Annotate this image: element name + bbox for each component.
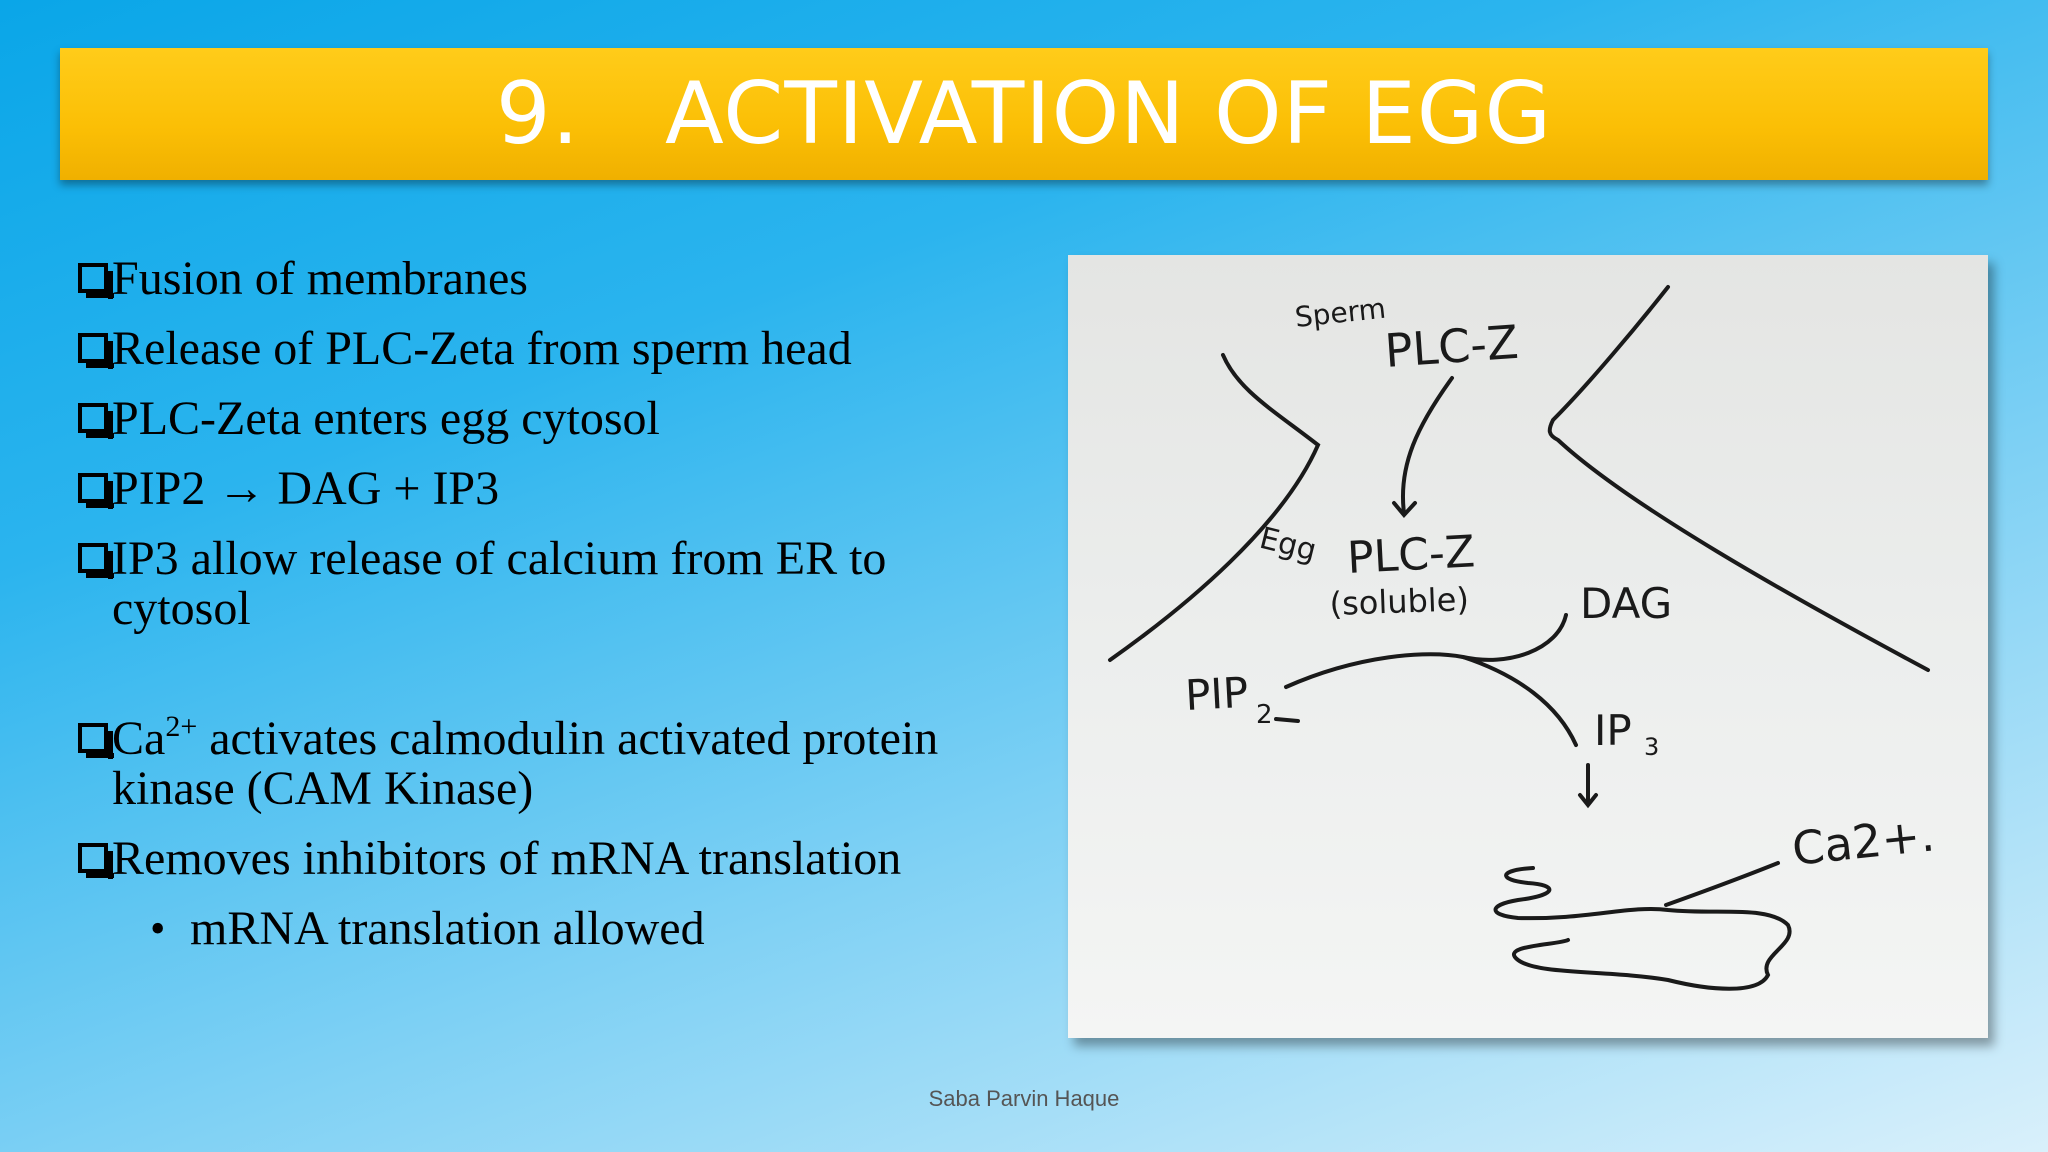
checkbox-bullet-icon: [78, 473, 114, 509]
egg-membrane-right: [1547, 285, 1930, 672]
er-squiggle: [1493, 866, 1792, 991]
round-bullet-icon: •: [150, 904, 166, 953]
bullet-text: IP3 allow release of calcium from ER to …: [112, 532, 887, 635]
checkbox-bullet-icon: [78, 403, 114, 439]
bullet-text: Fusion of membranes: [112, 252, 528, 305]
label-dag: DAG: [1580, 579, 1672, 628]
label-calcium: Ca2+.: [1790, 807, 1938, 876]
checkbox-bullet-icon: [78, 543, 114, 579]
ip-arrow-head: [1578, 793, 1598, 809]
bullet-list: Fusion of membranes Release of PLC-Zeta …: [78, 254, 998, 954]
calcium-charge: 2+: [165, 710, 198, 743]
label-plc-top: PLC-Z: [1383, 315, 1520, 378]
pip-to-dag-curve: [1284, 613, 1568, 689]
calcium-label: Ca: [112, 712, 166, 765]
bullet-item: Ca2+ activates calmodulin activated prot…: [78, 712, 998, 815]
slide-footer: Saba Parvin Haque: [928, 1086, 1120, 1111]
bullet-item: Fusion of membranes: [78, 254, 998, 304]
slide-title: 9. ACTIVATION OF EGG: [495, 64, 1553, 164]
bullet-text: PLC-Zeta enters egg cytosol: [112, 392, 660, 445]
pip-subscript-underline: [1274, 717, 1300, 723]
plc-arrow-head: [1392, 501, 1417, 519]
bullet-text: Release of PLC-Zeta from sperm head: [112, 322, 852, 375]
calcium-pointer-line: [1664, 861, 1780, 907]
bullet-text: PIP2 → DAG + IP3: [112, 462, 500, 515]
checkbox-bullet-icon: [78, 263, 114, 299]
bullet-item: PIP2 → DAG + IP3: [78, 464, 998, 514]
plc-arrow-shaft: [1401, 376, 1454, 515]
ip-branch-curve: [1461, 655, 1578, 747]
label-ip: IP: [1594, 706, 1632, 755]
label-pip-sub: 2: [1256, 700, 1273, 730]
label-soluble: (soluble): [1329, 580, 1470, 623]
bullet-item: IP3 allow release of calcium from ER to …: [78, 534, 998, 634]
bullet-item: Removes inhibitors of mRNA translation: [78, 834, 998, 884]
egg-membrane-left: [1108, 353, 1321, 662]
label-pip: PIP: [1184, 668, 1250, 720]
label-sperm: Sperm: [1293, 292, 1387, 334]
label-plc-soluble: PLC-Z: [1346, 526, 1476, 584]
bullet-text: Removes inhibitors of mRNA translation: [112, 832, 902, 885]
whiteboard-diagram: Sperm PLC-Z Egg PLC-Z (soluble) DAG PIP …: [1068, 255, 1988, 1038]
label-egg: Egg: [1256, 521, 1320, 569]
sub-bullet-item: • mRNA translation allowed: [150, 904, 998, 954]
bullet-text-rest: activates calmodulin activated protein k…: [112, 712, 939, 815]
checkbox-bullet-icon: [78, 843, 114, 879]
bullet-text: Ca2+ activates calmodulin activated prot…: [112, 712, 998, 815]
sub-bullet-text: mRNA translation allowed: [190, 902, 705, 955]
title-banner: 9. ACTIVATION OF EGG: [60, 48, 1988, 180]
bullet-item: PLC-Zeta enters egg cytosol: [78, 394, 998, 444]
bullet-item: Release of PLC-Zeta from sperm head: [78, 324, 998, 374]
diagram-drawing: Sperm PLC-Z Egg PLC-Z (soluble) DAG PIP …: [1108, 285, 1938, 991]
label-ip-sub: 3: [1644, 733, 1659, 761]
checkbox-bullet-icon: [78, 723, 114, 759]
checkbox-bullet-icon: [78, 333, 114, 369]
